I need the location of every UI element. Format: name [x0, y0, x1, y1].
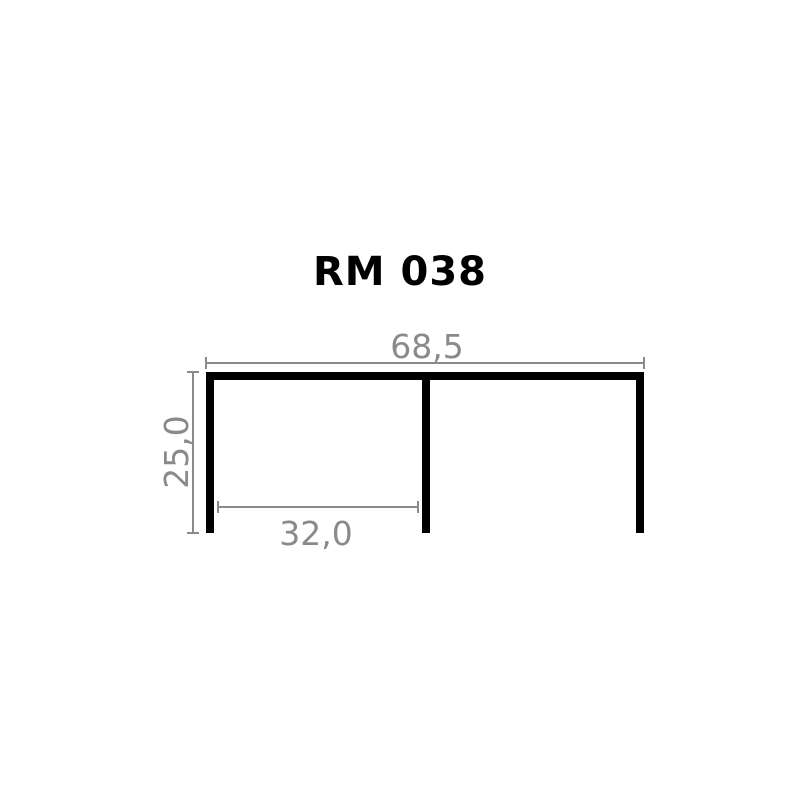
height-label: 25,0: [157, 415, 196, 488]
overall-width-label: 68,5: [390, 327, 463, 366]
overall-width-dimension: [205, 357, 645, 369]
profile-shape: [206, 372, 644, 533]
inner-width-label: 32,0: [279, 514, 352, 553]
height-dimension: [187, 371, 199, 534]
profile-title: RM 038: [312, 249, 488, 295]
inner-width-dimension: [217, 501, 419, 513]
